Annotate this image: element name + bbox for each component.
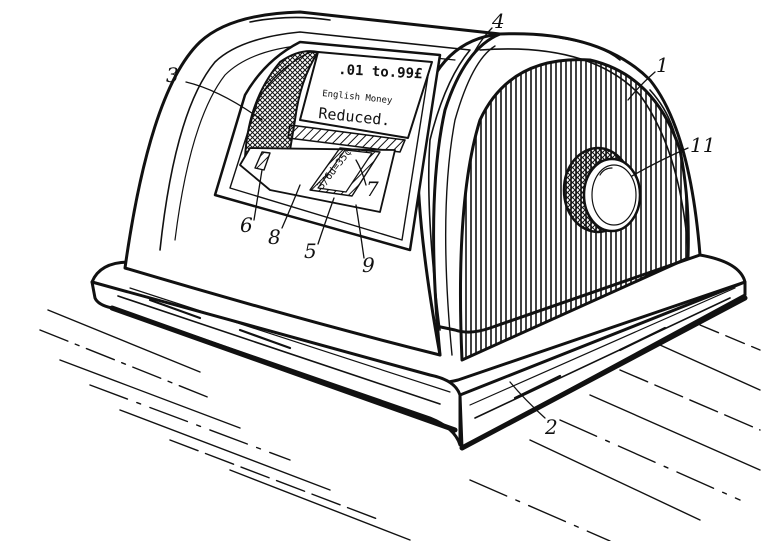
ref-numeral-4: 4 [491,9,505,33]
adjusting-knob [562,146,642,234]
ref-numeral-1: 1 [656,53,669,77]
window-range-text: .01 to.99£ [338,62,423,82]
ref-numeral-11: 11 [690,133,715,157]
window-opening [239,50,433,213]
ref-numeral-6: 6 [240,213,253,237]
leader-lines [185,27,689,419]
ref-numeral-9: 9 [362,253,375,277]
table-surface-lines [39,309,761,541]
ref-numeral-7: 7 [366,177,379,201]
ref-numeral-2: 2 [544,415,558,439]
ref-numeral-8: 8 [268,225,281,249]
reference-numerals: 3 4 1 11 7 6 8 5 9 2 [166,9,715,439]
ref-numeral-5: 5 [304,239,317,263]
ref-numeral-3: 3 [166,63,179,87]
